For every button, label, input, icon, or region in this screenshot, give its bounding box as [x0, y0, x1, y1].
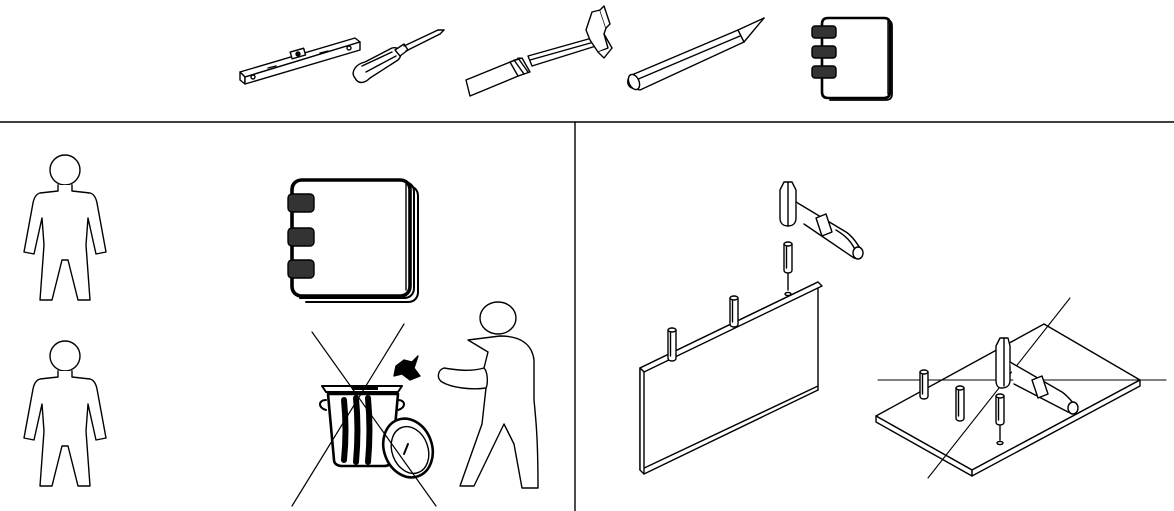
horizontal-board-icon	[875, 323, 1141, 477]
spirit-level-icon	[239, 37, 361, 85]
hammer-icon	[465, 5, 613, 97]
panel-dividers	[0, 121, 1174, 511]
dowel-pins-board	[667, 241, 793, 362]
hammer-striking-icon	[779, 181, 864, 260]
manual-keep-icon	[287, 178, 419, 303]
pencil-icon	[627, 17, 765, 91]
screwdriver-icon	[352, 29, 445, 84]
dowel-pins-horizontal	[919, 369, 1005, 446]
person-one-icon	[23, 154, 107, 301]
hammer-horizontal-icon	[995, 337, 1079, 415]
do-not-discard-cross	[291, 323, 437, 507]
people-manual-panel	[23, 154, 539, 507]
trash-bin-icon	[319, 385, 435, 479]
tools-panel	[239, 5, 893, 101]
person-throwing-icon	[437, 301, 539, 489]
dowel-assembly-panel	[639, 181, 1167, 479]
crumpled-paper-icon	[393, 355, 421, 381]
instruction-manual-icon	[811, 16, 893, 101]
person-two-icon	[23, 340, 107, 487]
